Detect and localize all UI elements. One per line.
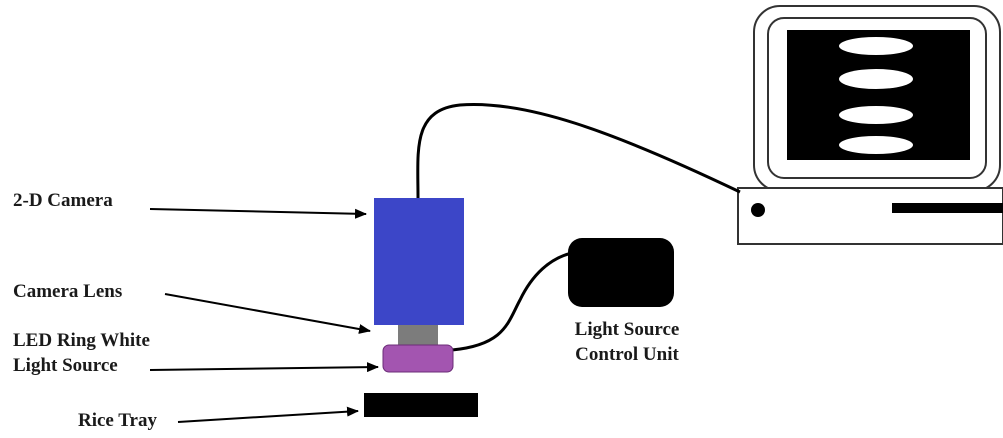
camera-lens	[398, 325, 438, 346]
control-label-line1: Light Source	[574, 319, 680, 340]
control-label-line2: Control Unit	[575, 344, 679, 365]
led-ring-light	[382, 344, 454, 373]
screen-grain-3	[839, 106, 913, 124]
rice-tray	[364, 393, 478, 417]
camera-body-icon	[374, 198, 464, 325]
led-label-line2: Light Source	[13, 355, 118, 376]
lens-label: Camera Lens	[13, 281, 123, 302]
tray-label: Rice Tray	[78, 410, 157, 431]
computer	[737, 5, 1003, 245]
computer-base	[737, 187, 1003, 245]
camera-to-computer-cable	[416, 102, 741, 199]
monitor-icon	[753, 5, 1001, 192]
led-to-controller-cable	[451, 251, 573, 352]
led-label-line1: LED Ring White	[13, 330, 150, 351]
camera-label: 2-D Camera	[13, 190, 113, 211]
camera-arrow	[149, 208, 367, 219]
control-box-icon	[568, 238, 674, 307]
screen-grain-4	[839, 136, 913, 154]
screen-grain-1	[839, 37, 913, 55]
disk-drive-slot	[892, 203, 1003, 213]
tray-arrow	[177, 406, 359, 423]
lens-arrow	[164, 293, 371, 334]
screen-grain-2	[839, 69, 913, 89]
power-button-icon	[751, 203, 765, 217]
led-arrow	[149, 362, 379, 373]
